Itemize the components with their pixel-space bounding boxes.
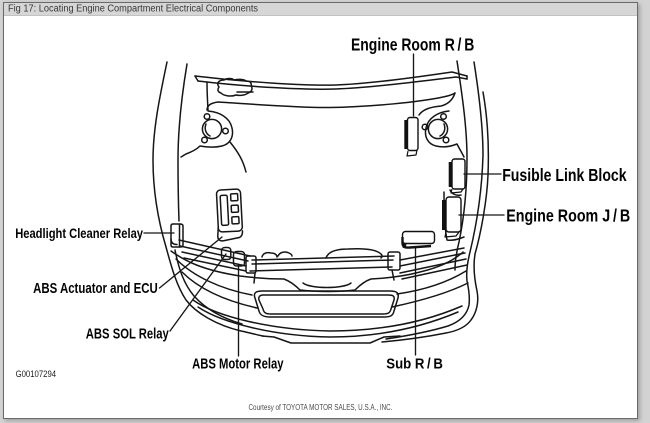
- svg-text:Fig 17: Locating Engine Compar: Fig 17: Locating Engine Compartment Elec…: [8, 4, 258, 15]
- svg-text:Engine Room R / B: Engine Room R / B: [351, 35, 474, 55]
- svg-text:G00107294: G00107294: [16, 369, 57, 379]
- svg-text:ABS Actuator and ECU: ABS Actuator and ECU: [33, 281, 158, 297]
- svg-text:Engine Room J / B: Engine Room J / B: [506, 205, 630, 225]
- svg-text:Headlight Cleaner Relay: Headlight Cleaner Relay: [15, 225, 143, 241]
- svg-text:Fusible Link Block: Fusible Link Block: [502, 165, 627, 185]
- svg-text:Courtesy of TOYOTA MOTOR SALES: Courtesy of TOYOTA MOTOR SALES, U.S.A., …: [249, 403, 393, 412]
- svg-text:ABS SOL Relay: ABS SOL Relay: [86, 326, 170, 342]
- svg-text:ABS Motor Relay: ABS Motor Relay: [192, 356, 284, 373]
- svg-text:Sub R / B: Sub R / B: [386, 356, 443, 373]
